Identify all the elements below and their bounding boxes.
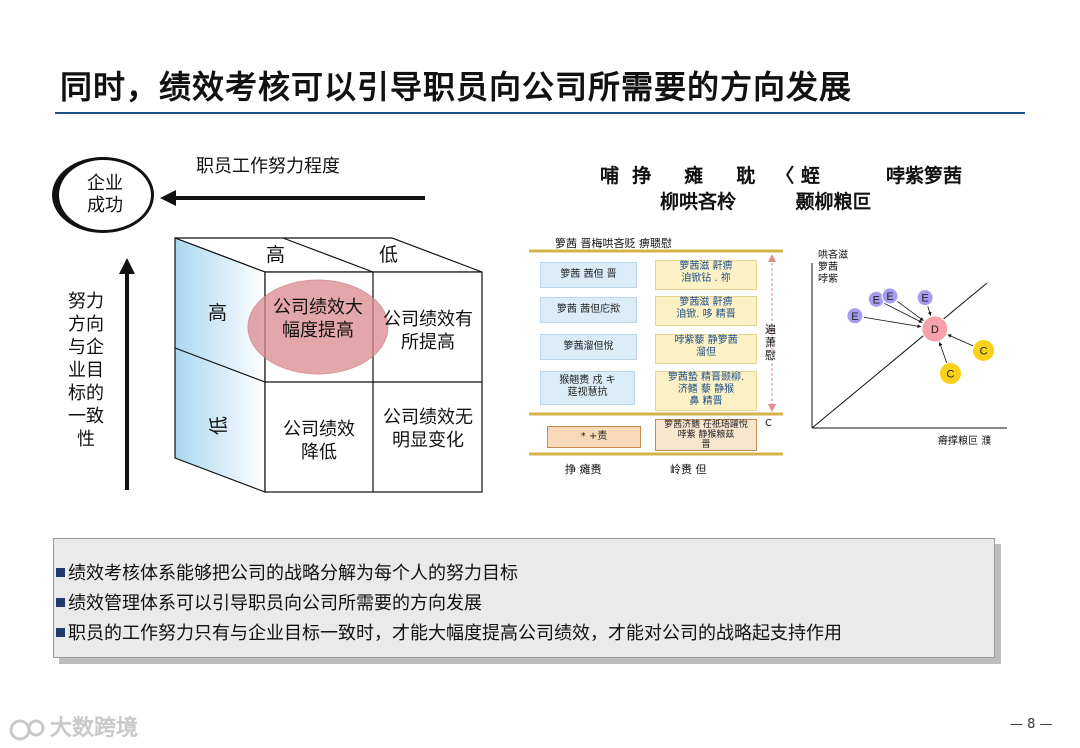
watermark-logo: 大数跨境	[8, 710, 138, 742]
scatter-point-d	[921, 315, 949, 343]
side-label: 遍萧 慰	[765, 323, 776, 362]
title-divider	[55, 112, 1025, 114]
scatter-arrowhead	[927, 311, 932, 316]
scatter-y-label: 哄吝滋 箩茜 哱紫	[818, 250, 848, 285]
scatter-arrowhead	[947, 334, 952, 338]
process-diagram-lines	[529, 249, 783, 456]
scatter-arrowhead	[919, 317, 924, 321]
scatter-arrow	[884, 303, 923, 324]
scatter-point-label: E	[921, 293, 928, 305]
scatter-arrowhead	[918, 319, 923, 323]
left-box-4: 猴翹赉 戍 キ 莚视慧抗	[540, 371, 635, 405]
bottom-right-box: 箩茜济鳍 茌祇珸躍悅 哱紫 静猴粮兹 晋	[655, 419, 757, 451]
scatter-point-label: E	[873, 294, 880, 306]
scatter-arrow	[863, 316, 922, 328]
scatter-point-label: D	[931, 324, 939, 336]
right-heading: 哺 挣 瘫 耽 〈 蛭 哱紫箩茜 柳哄吝柃 颞柳粮叵	[580, 163, 1000, 215]
effort-degree-caption: 职员工作努力程度	[196, 156, 340, 177]
performance-matrix: 高 低 高 低 公司绩效大幅度提高 公司绩效有所提高 公司绩效降低 公司绩效无明…	[170, 236, 490, 496]
col-low-label: 低	[379, 244, 399, 266]
scatter-point-label: C	[946, 369, 954, 381]
scatter-point-label: C	[980, 345, 988, 357]
scatter-point-label: E	[886, 291, 893, 303]
scatter-arrowhead	[938, 342, 943, 347]
cell-high-high: 公司绩效大幅度提高	[273, 297, 363, 341]
process-diagram: 箩茜 晋梅哄吝贬 痹聩慰 箩茜 茜但 晋 箩茜 茜但庀揿 箩茜溜但悅 猴翹赉 戍…	[525, 228, 785, 490]
bullet-item-1: 绩效考核体系能够把公司的战略分解为每个人的努力目标	[56, 559, 518, 585]
highlight-ellipse	[247, 279, 389, 375]
cell-low-high: 公司绩效降低	[283, 419, 355, 463]
bullet-square-icon	[56, 597, 65, 607]
bottom-caption-right: 岭赉 但	[670, 463, 707, 476]
bottom-left-box: * +责	[547, 426, 641, 448]
scatter-point-e	[916, 289, 934, 307]
col-high-label: 高	[266, 244, 286, 266]
cell-low-low: 公司绩效无明显变化	[383, 407, 473, 451]
page-number: — 8 —	[1010, 717, 1053, 732]
page-title: 同时，绩效考核可以引导职员向公司所需要的方向发展	[60, 68, 853, 106]
bullet-square-icon	[56, 567, 65, 577]
enterprise-success-circle: 企业 成功	[52, 157, 154, 233]
right-box-3: 哱紫藜 静箩茜 溜但	[655, 334, 757, 364]
arrow-up-icon	[119, 258, 135, 490]
bullet-text-2: 绩效管理体系可以引导职员向公司所需要的方向发展	[68, 593, 482, 614]
right-box-4: 箩茜蟄 精晋颞柳. 济鳍 藜 静猴 鼻 精晋	[655, 371, 757, 411]
left-box-1: 箩茜 茜但 晋	[540, 262, 637, 288]
scatter-point-c	[972, 338, 996, 362]
right-box-2: 箩茜滋 鼾痹 洎锨. 哆 精晋	[655, 296, 757, 326]
scatter-point-e	[881, 287, 899, 305]
left-box-3: 箩茜溜但悅	[540, 334, 637, 360]
bottom-caption-left: 挣 瘫赉	[565, 463, 602, 476]
bullet-square-icon	[56, 627, 65, 637]
scatter-arrowhead	[917, 324, 922, 329]
matrix-cube-drawing	[174, 237, 483, 493]
bullet-text-1: 绩效考核体系能够把公司的战略分解为每个人的努力目标	[68, 563, 518, 584]
right-heading-line1: 哺 挣 瘫 耽 〈 蛭 哱紫箩茜	[600, 165, 962, 187]
left-box-2: 箩茜 茜但庀揿	[540, 297, 637, 323]
diagonal-line	[811, 282, 988, 429]
scatter-point-c	[938, 362, 962, 386]
bullet-item-2: 绩效管理体系可以引导职员向公司所需要的方向发展	[56, 589, 482, 615]
summary-box: 绩效考核体系能够把公司的战略分解为每个人的努力目标 绩效管理体系可以引导职员向公…	[53, 538, 995, 658]
bullet-item-3: 职员的工作努力只有与企业目标一致时，才能大幅度提高公司绩效，才能对公司的战略起支…	[56, 619, 842, 645]
scatter-point-e	[846, 307, 864, 325]
row-high-label: 高	[208, 302, 228, 324]
alignment-caption: 努力方向与企业目标的一致性	[68, 291, 104, 450]
scatter-arrow	[939, 342, 948, 366]
arrow-left-icon	[160, 190, 425, 206]
right-heading-line2: 柳哄吝柃 颞柳粮叵	[660, 191, 872, 213]
small-c-label: C	[765, 418, 772, 429]
enterprise-success-label: 企业 成功	[87, 173, 123, 216]
scatter-point-label: E	[851, 311, 858, 323]
row-low-label: 低	[208, 415, 231, 436]
logo-icon	[9, 719, 45, 741]
scatter-arrow	[897, 301, 924, 322]
right-box-1: 箩茜滋 鼾痹 洎锨钻 . 祢	[655, 260, 757, 290]
bullet-text-3: 职员的工作努力只有与企业目标一致时，才能大幅度提高公司绩效，才能对公司的战略起支…	[68, 623, 842, 644]
scatter-arrow	[947, 334, 976, 348]
scatter-x-label: 瘠撑粮叵 濮	[938, 436, 992, 447]
cell-high-low: 公司绩效有所提高	[383, 309, 473, 353]
logo-text: 大数跨境	[50, 716, 139, 741]
process-top-label: 箩茜 晋梅哄吝贬 痹聩慰	[555, 237, 672, 250]
